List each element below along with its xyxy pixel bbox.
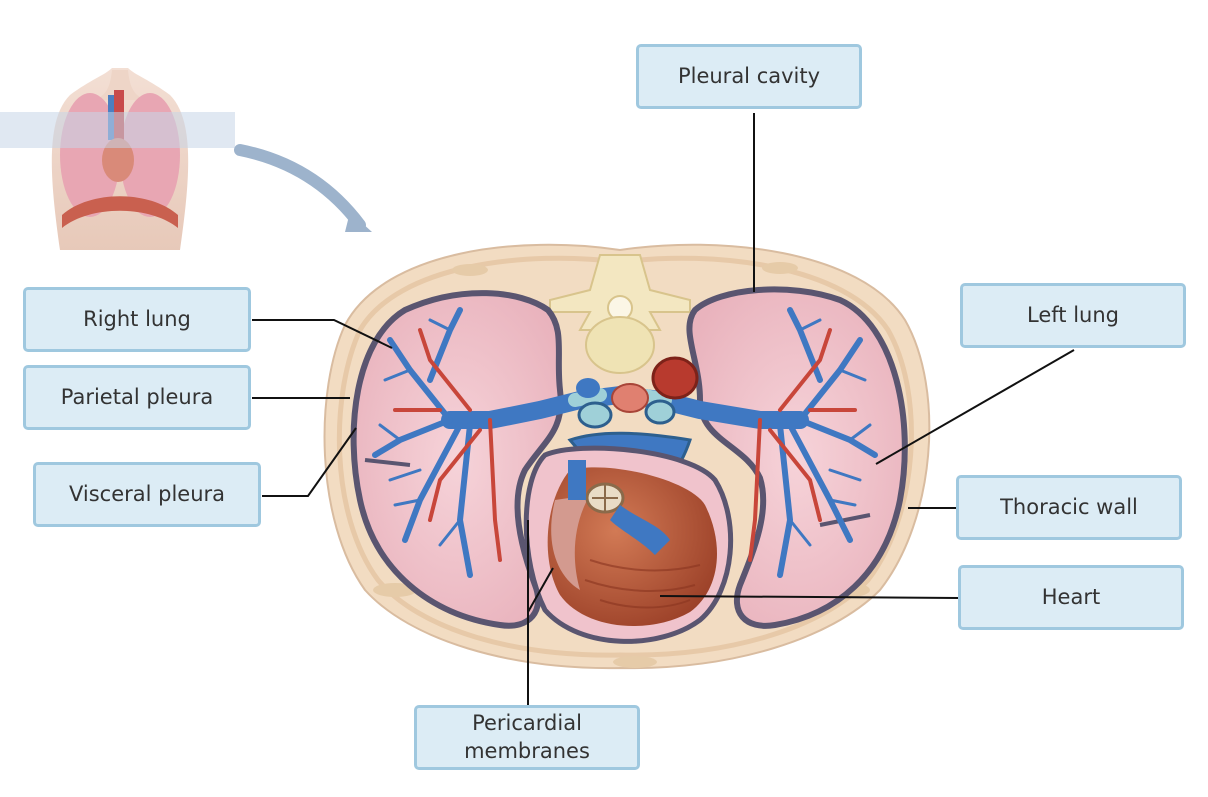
label-visceral-pleura: Visceral pleura	[33, 462, 261, 527]
label-heart: Heart	[958, 565, 1184, 630]
vertebra	[549, 254, 691, 374]
heart-shape	[547, 460, 717, 627]
label-thoracic-wall: Thoracic wall	[956, 475, 1182, 540]
torso-thumbnail	[0, 68, 372, 250]
label-pericardial-membranes: Pericardial membranes	[414, 705, 640, 770]
leader-lines	[252, 113, 1075, 705]
label-pericardial-line2: membranes	[464, 738, 590, 763]
label-pericardial-line1: Pericardial	[472, 711, 582, 736]
label-parietal-pleura: Parietal pleura	[23, 365, 251, 430]
label-pleural-cavity: Pleural cavity	[636, 44, 862, 109]
label-left-lung: Left lung	[960, 283, 1186, 348]
label-right-lung: Right lung	[23, 287, 251, 352]
